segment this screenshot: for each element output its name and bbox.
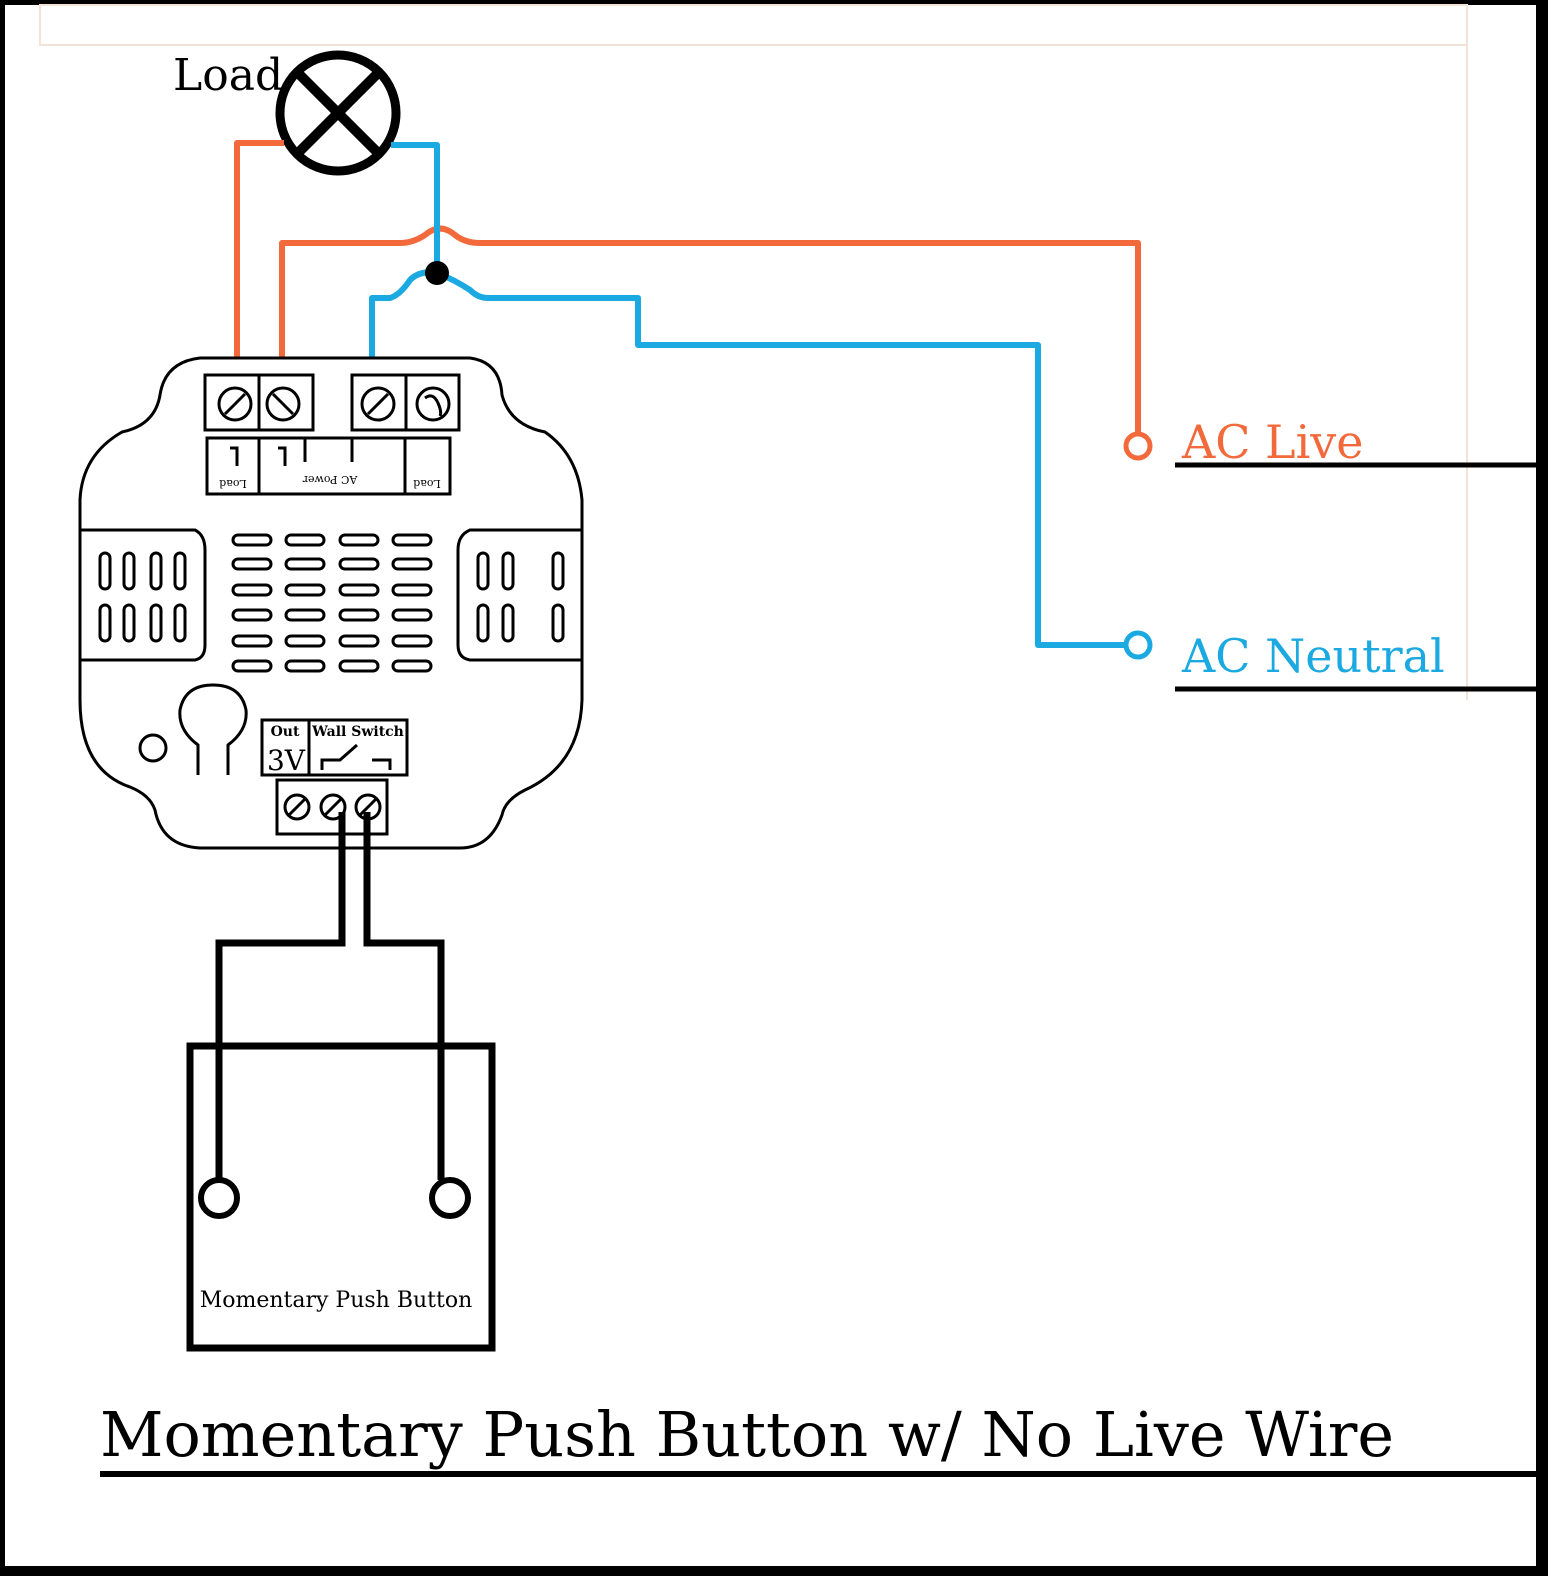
load-lamp-icon bbox=[275, 50, 401, 176]
switch-module bbox=[78, 356, 584, 850]
keyhole-mount bbox=[178, 683, 248, 775]
vent-slot bbox=[391, 583, 433, 597]
ac-neutral-label: AC Neutral bbox=[1181, 629, 1445, 683]
vent-slot bbox=[284, 557, 326, 571]
module-label-ac-power: AC Power bbox=[302, 473, 358, 486]
module-label-load-right: Load bbox=[413, 477, 441, 490]
small-hole bbox=[138, 733, 168, 763]
vent-slot bbox=[231, 634, 273, 648]
left-vent-slots bbox=[98, 551, 187, 643]
vent-slot bbox=[231, 583, 273, 597]
module-voltage-label: 3V bbox=[267, 744, 306, 777]
bottom-screw-icons bbox=[283, 793, 382, 821]
vent-slot bbox=[338, 659, 380, 673]
screw-terminal-icons bbox=[217, 386, 451, 422]
vent-slot bbox=[284, 634, 326, 648]
l-mark-2 bbox=[278, 446, 287, 466]
vent-slot bbox=[284, 583, 326, 597]
button-wires bbox=[215, 812, 445, 1180]
vent-slot bbox=[338, 533, 380, 547]
neutral-load-wire bbox=[391, 142, 440, 273]
vent-slot bbox=[231, 659, 273, 673]
button-terminal-left bbox=[198, 1177, 240, 1219]
ac-live-terminal bbox=[1123, 431, 1153, 461]
ac-live-label: AC Live bbox=[1181, 415, 1364, 469]
neutral-junction-dot bbox=[425, 261, 449, 285]
module-label-load-left: Load bbox=[219, 477, 247, 490]
vent-slot bbox=[391, 557, 433, 571]
vent-slot bbox=[338, 583, 380, 597]
vent-slot bbox=[338, 634, 380, 648]
button-terminal-right bbox=[429, 1177, 471, 1219]
right-vent-slots bbox=[476, 551, 565, 643]
vent-slot bbox=[391, 533, 433, 547]
right-vent-panel bbox=[456, 528, 582, 662]
button-wire-right bbox=[363, 812, 445, 1180]
center-vent-slots bbox=[231, 533, 433, 673]
ac-neutral-terminal bbox=[1123, 630, 1153, 660]
vent-slot bbox=[391, 634, 433, 648]
live-load-wire bbox=[234, 140, 284, 395]
vent-slot bbox=[284, 608, 326, 622]
vent-slot bbox=[338, 608, 380, 622]
neutral-supply-wire bbox=[435, 270, 1130, 648]
module-out-label: Out bbox=[271, 724, 300, 740]
push-button-label: Momentary Push Button bbox=[200, 1288, 473, 1313]
vent-slot bbox=[338, 557, 380, 571]
vent-slot bbox=[231, 608, 273, 622]
label-strip bbox=[205, 436, 452, 496]
module-wall-switch-label: Wall Switch bbox=[311, 724, 404, 740]
button-wire-left bbox=[215, 812, 346, 1180]
left-vent-panel bbox=[80, 528, 207, 662]
vent-slot bbox=[284, 659, 326, 673]
diagram-title: Momentary Push Button w/ No Live Wire bbox=[100, 1398, 1394, 1471]
vent-slot bbox=[391, 608, 433, 622]
faint-page-border bbox=[39, 4, 1468, 46]
l-mark-1 bbox=[230, 446, 239, 466]
vent-slot bbox=[284, 533, 326, 547]
wall-switch-label-box bbox=[260, 718, 409, 777]
vent-slot bbox=[231, 557, 273, 571]
push-button-box bbox=[186, 1042, 496, 1352]
load-label: Load bbox=[173, 50, 283, 101]
vent-slot bbox=[391, 659, 433, 673]
switch-symbol-icon bbox=[320, 743, 392, 770]
vent-slot bbox=[231, 533, 273, 547]
